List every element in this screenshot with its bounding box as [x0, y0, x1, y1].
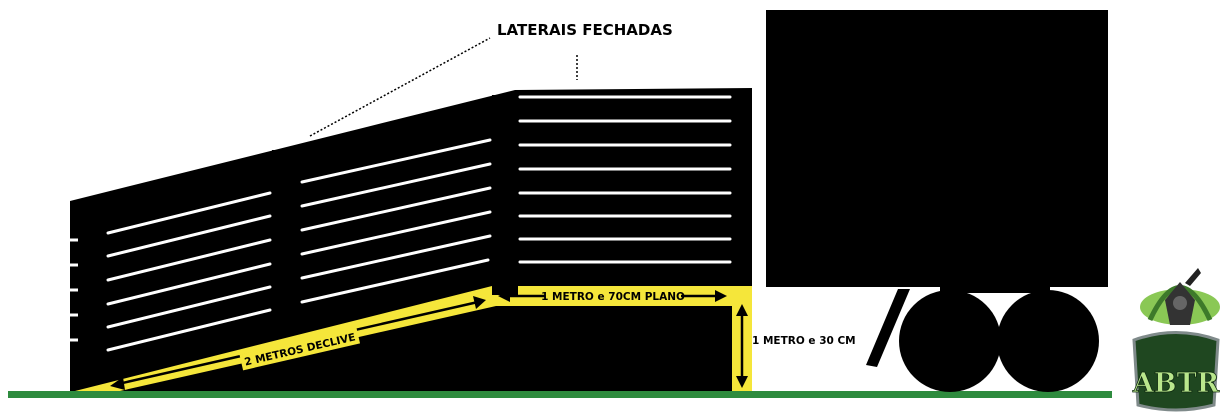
- ground-line: [8, 391, 1112, 398]
- side-slats-left: [106, 191, 272, 352]
- trailer-wheel-front: [899, 290, 1001, 392]
- abtr-logo: ABTR: [1131, 268, 1220, 412]
- side-slats-middle: [300, 138, 492, 304]
- diagram-title: LATERAIS FECHADAS: [497, 21, 673, 39]
- trailer-drawbar: [866, 289, 910, 367]
- trailer-wheel-rear: [997, 290, 1099, 392]
- flat-measure-arrow: [498, 288, 727, 304]
- ramp-body: [70, 88, 752, 391]
- height-measure-arrow: [736, 304, 748, 388]
- slope-label-bg: [239, 327, 361, 371]
- ramp-post: [492, 95, 518, 295]
- trailer-axle: [940, 285, 1050, 293]
- side-slats-right: [518, 95, 732, 264]
- trailer-box: [766, 10, 1108, 287]
- ramp-post: [272, 150, 302, 330]
- height-measure-label: 1 METRO e 30 CM: [752, 335, 856, 347]
- left-edge-stubs: [68, 238, 78, 342]
- flat-measure-label: 1 METRO e 70CM PLANO: [541, 291, 685, 303]
- logo-text: ABTR: [1132, 368, 1220, 399]
